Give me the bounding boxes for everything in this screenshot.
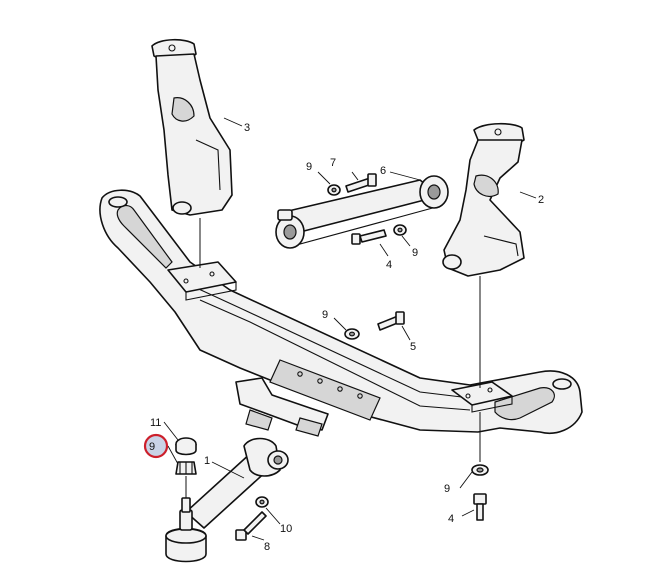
part-2-right-mount-bracket <box>442 122 525 277</box>
washer-hole-icon <box>259 499 265 505</box>
callout-7: 7 <box>330 157 336 169</box>
part-8-bolt <box>235 511 267 541</box>
washer-hole-icon <box>476 467 484 473</box>
part-3-left-mount-bracket <box>151 38 233 216</box>
part-10-nut <box>175 461 197 475</box>
part-4-bolt-mid <box>351 229 387 245</box>
callout-1: 1 <box>204 455 210 467</box>
callout-4-mid: 4 <box>386 259 392 271</box>
callout-labels: 3 2 6 7 9 9 4 9 5 9 4 1 10 8 11 9 <box>149 122 544 553</box>
callout-5: 5 <box>410 341 416 353</box>
part-1-lower-control-arm <box>165 437 289 563</box>
callout-10[interactable]: 9 <box>149 441 155 453</box>
leader-lines <box>163 117 537 541</box>
callout-2: 2 <box>538 194 544 206</box>
callout-9-mid: 9 <box>412 247 418 259</box>
callout-9-center: 9 <box>322 309 328 321</box>
part-5-bolt <box>377 311 405 331</box>
highlight-ring-10[interactable] <box>143 433 169 459</box>
part-4-bolt-lower <box>473 493 487 521</box>
washer-hole-icon <box>349 331 356 337</box>
callout-6: 6 <box>380 165 386 177</box>
washer-hole-icon <box>331 187 337 193</box>
callout-11: 11 <box>150 417 161 429</box>
callout-3: 3 <box>244 122 250 134</box>
callout-8: 8 <box>264 541 270 553</box>
part-6-trailing-link <box>275 175 449 249</box>
callout-9-lower: 10 <box>280 523 292 535</box>
callout-9-lower-right: 9 <box>444 483 450 495</box>
washer-hole-icon <box>397 227 403 233</box>
part-7-bolt <box>345 173 377 193</box>
part-11-cap <box>175 437 197 456</box>
callout-9-top: 9 <box>306 161 312 173</box>
crossmember-frame <box>99 189 583 437</box>
callout-4-lower: 4 <box>448 513 454 525</box>
